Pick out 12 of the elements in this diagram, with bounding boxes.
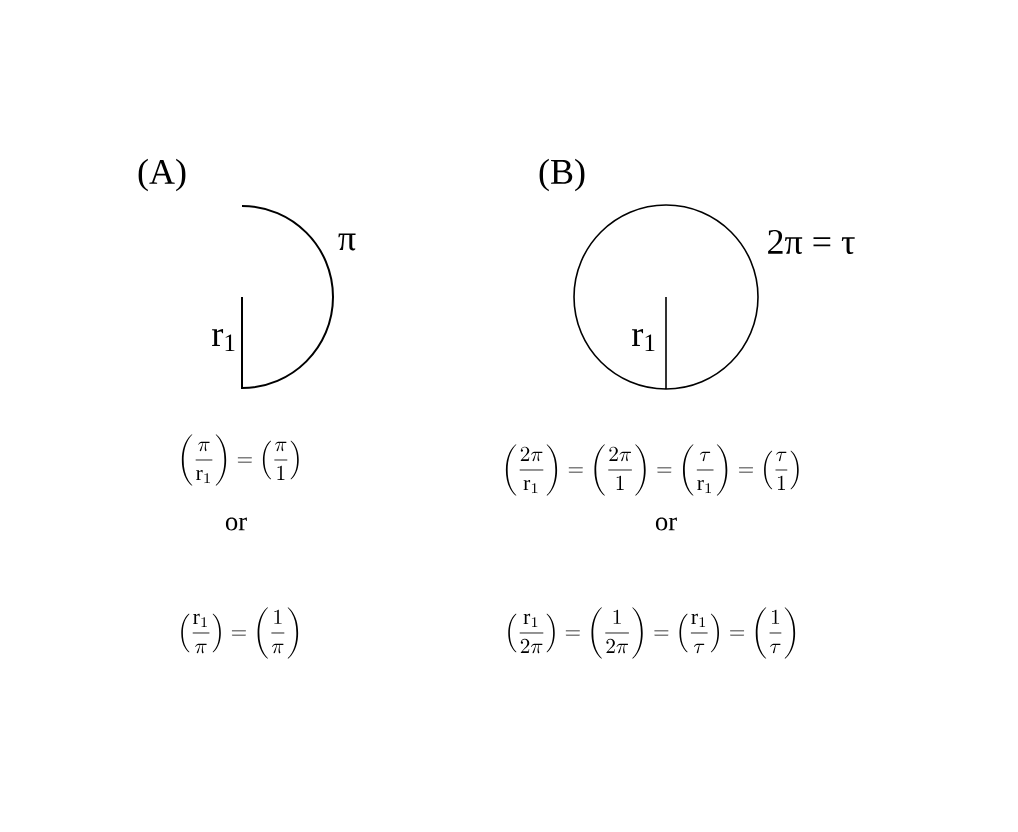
or-text: or [225, 517, 247, 531]
or-text: or [655, 517, 677, 531]
radius-label: r$_{1}$ [212, 328, 235, 352]
radius-label: r$_{1}$ [632, 328, 655, 352]
ratio-formula: $\left(\frac{\pi}{\mathrm{r}_1}\right)=\left(\frac{\pi}{1}\right)$ [181, 434, 299, 486]
panel-label: (A) [138, 158, 186, 192]
ratio-formula: $\left(\frac{2\pi}{\mathrm{r}_1}\right)=\left(\frac{2\pi}{1}\right)=\left(\frac{\tau}{\mathrm{r}_1}\right)=\left(\frac{\tau}{1}\right)$ [505, 444, 799, 496]
arc-label: π [338, 233, 356, 251]
panel-label: (B) [539, 158, 585, 192]
ratio-formula: $\left(\frac{\mathrm{r}_1}{\pi}\right)=\left(\frac{1}{\pi}\right)$ [181, 607, 299, 659]
ratio-formula: $\left(\frac{\mathrm{r}_1}{2\pi}\right)=\left(\frac{1}{2\pi}\right)=\left(\frac{\mathrm{r}_1}{\tau}\right)=\left(\frac{1}{\tau}\right)$ [508, 607, 796, 659]
arc-label: 2π = τ [768, 229, 855, 255]
